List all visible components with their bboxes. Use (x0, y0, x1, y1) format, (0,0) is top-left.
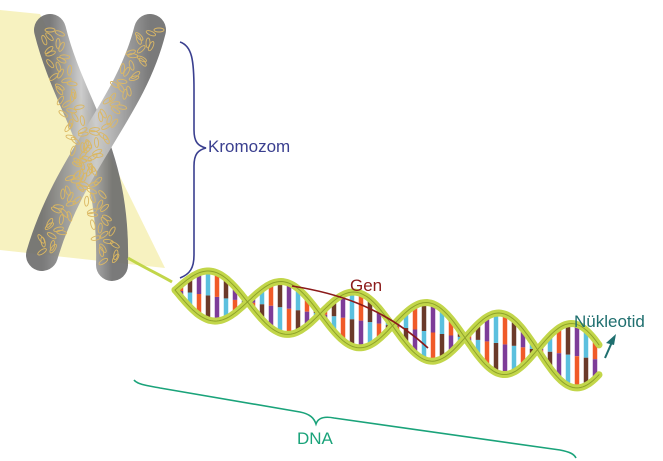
dna-bracket (134, 380, 576, 458)
chromosome-bracket (180, 42, 206, 278)
dna-helix (175, 271, 599, 388)
gene-label: Gen (350, 276, 382, 295)
nucleotide-label: Nükleotid (574, 312, 645, 331)
dna-label: DNA (297, 429, 334, 448)
chromosome-label: Kromozom (208, 137, 290, 156)
arrow-icon (605, 334, 616, 358)
